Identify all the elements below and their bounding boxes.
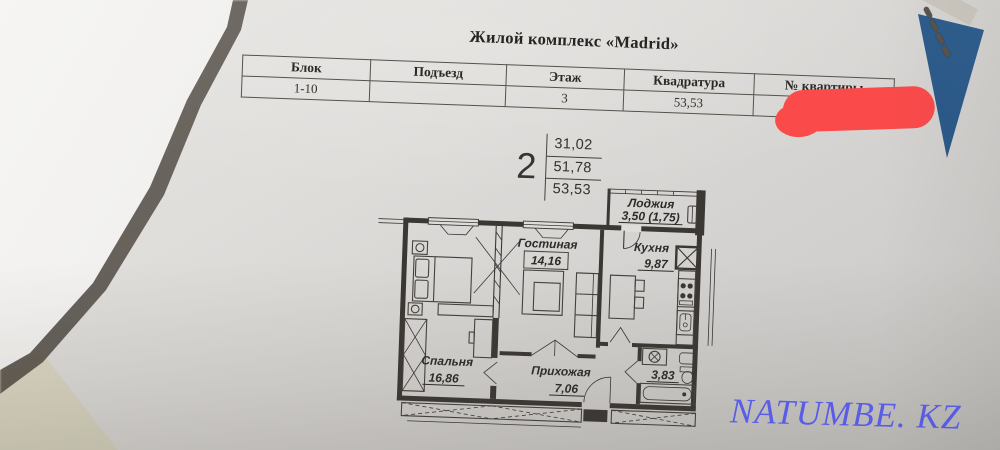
- bathroom-area: 3,83: [651, 368, 675, 383]
- hallway-label: Прихожая: [531, 363, 591, 379]
- kitchen-sink-icon: [675, 310, 695, 336]
- loggia-structure: [606, 188, 706, 236]
- kitchen-area: 9,87: [644, 256, 669, 271]
- kitchen-label: Кухня: [634, 240, 670, 255]
- value-entrance: [369, 80, 506, 107]
- floor-plan: Лоджия 3,50 (1,75) Гостиная 14,16 Кухня …: [378, 188, 716, 428]
- bottom-wall-bars: [400, 401, 697, 428]
- bathroom-sink-icon: [679, 352, 697, 365]
- loggia-door: [621, 224, 642, 249]
- toilet-icon: [679, 366, 696, 384]
- kitchen-counter: [675, 270, 697, 346]
- sofa-icon: [573, 272, 600, 339]
- living-area-value: 31,02: [546, 133, 603, 159]
- value-floor: 3: [505, 85, 624, 111]
- coffee-table-icon: [521, 269, 565, 316]
- vent-shaft-icon: [674, 245, 700, 271]
- kitchen-table-icon: [608, 274, 645, 320]
- nightstand-icons: [407, 240, 429, 316]
- dresser-icon: [437, 303, 494, 318]
- stove-icon: [676, 278, 697, 308]
- bed-icon: [411, 255, 473, 304]
- window-icons: [427, 217, 574, 239]
- living-room-label: Гостиная: [518, 236, 578, 252]
- wardrobe-icon: [401, 318, 428, 392]
- document-title: Жилой комплекс «Madrid»: [469, 26, 680, 54]
- loggia-label: Лоджия: [627, 196, 675, 212]
- loggia-area: 3,50 (1,75): [621, 208, 680, 224]
- value-area: 53,53: [623, 89, 754, 116]
- apartment-number-redaction: [782, 85, 936, 133]
- bathtub-icon: [639, 382, 696, 405]
- living-room-area: 14,16: [531, 253, 562, 268]
- internal-walls: [473, 225, 699, 405]
- hallway-area: 7,06: [554, 381, 578, 396]
- adjacent-wall-lines: [378, 218, 716, 346]
- bedroom-label: Спальня: [421, 353, 473, 369]
- desk-icon: [468, 318, 494, 359]
- value-block: 1-10: [241, 75, 371, 102]
- door-marks: [483, 326, 638, 404]
- bedroom-area: 16,86: [428, 371, 459, 386]
- watermark: NATUMBE. KZ: [729, 391, 962, 437]
- document-sheet: Жилой комплекс «Madrid» Блок Подъезд Эта…: [214, 10, 950, 450]
- washing-machine-icon: [641, 347, 668, 366]
